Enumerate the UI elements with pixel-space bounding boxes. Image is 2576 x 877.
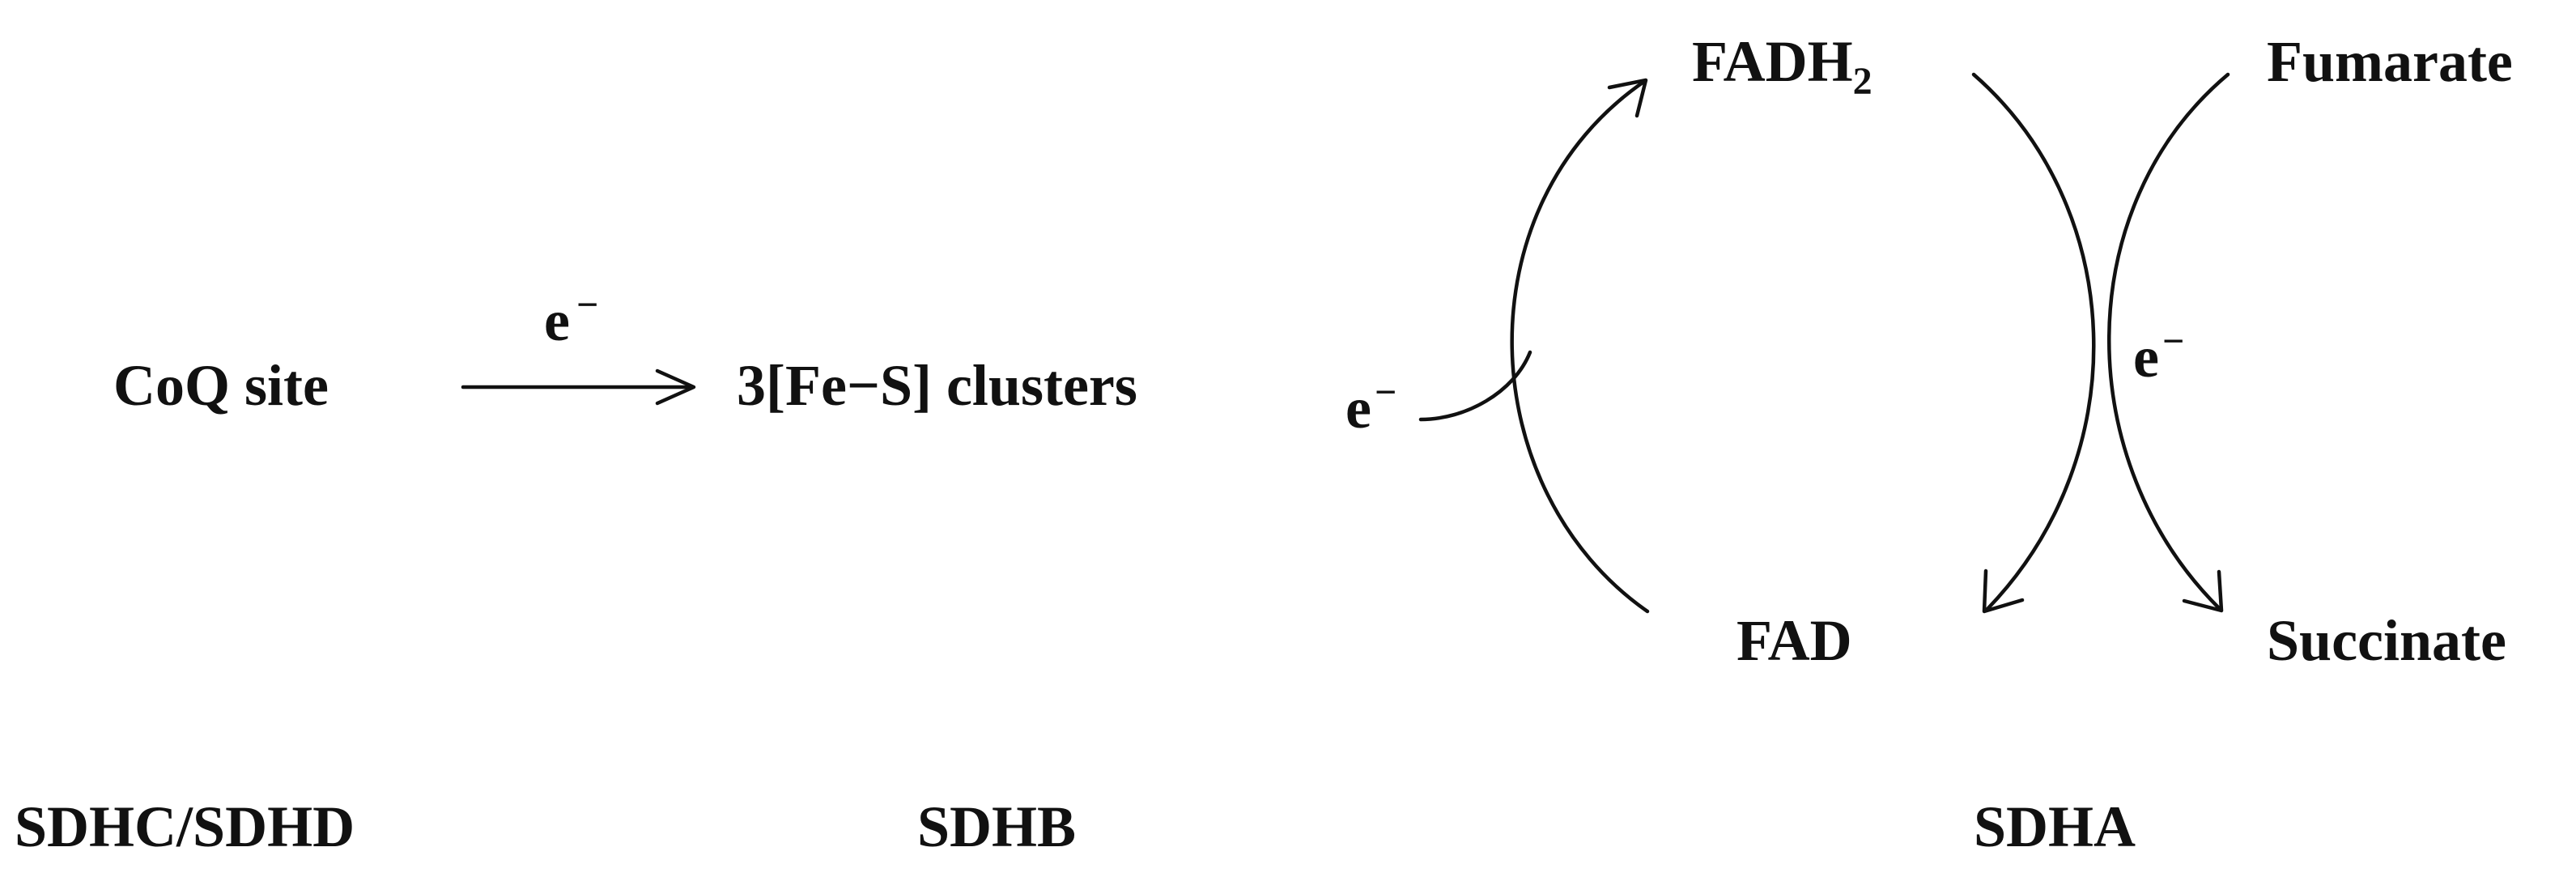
electron-entry-curve bbox=[1418, 350, 1532, 422]
fad-to-fadh2-arrow bbox=[1510, 78, 1650, 614]
fadh2-subscript: 2 bbox=[1853, 60, 1872, 103]
sdhb-label: SDHB bbox=[917, 794, 1076, 859]
sdha-label: SDHA bbox=[1974, 794, 2136, 859]
fadh2-base: FADH bbox=[1692, 29, 1853, 94]
electron-label-3: e− bbox=[2133, 320, 2184, 390]
electron-label-2: e− bbox=[1345, 371, 1396, 441]
sdhc-sdhd-label: SDHC/SDHD bbox=[15, 794, 355, 859]
fe-s-clusters-label: 3[Fe−S] clusters bbox=[737, 353, 1137, 418]
fadh2-label: FADH2 bbox=[1692, 29, 1872, 103]
electron-label-1: e− bbox=[544, 283, 598, 353]
fumarate-label: Fumarate bbox=[2267, 29, 2513, 94]
fadh2-to-fad-arrow bbox=[1971, 72, 2096, 614]
succinate-label: Succinate bbox=[2267, 608, 2506, 673]
fumarate-to-succinate-arrow bbox=[2107, 72, 2230, 613]
coq-site-label: CoQ site bbox=[113, 353, 329, 418]
fad-label: FAD bbox=[1736, 608, 1852, 673]
coq-to-fes-arrow bbox=[461, 368, 696, 406]
